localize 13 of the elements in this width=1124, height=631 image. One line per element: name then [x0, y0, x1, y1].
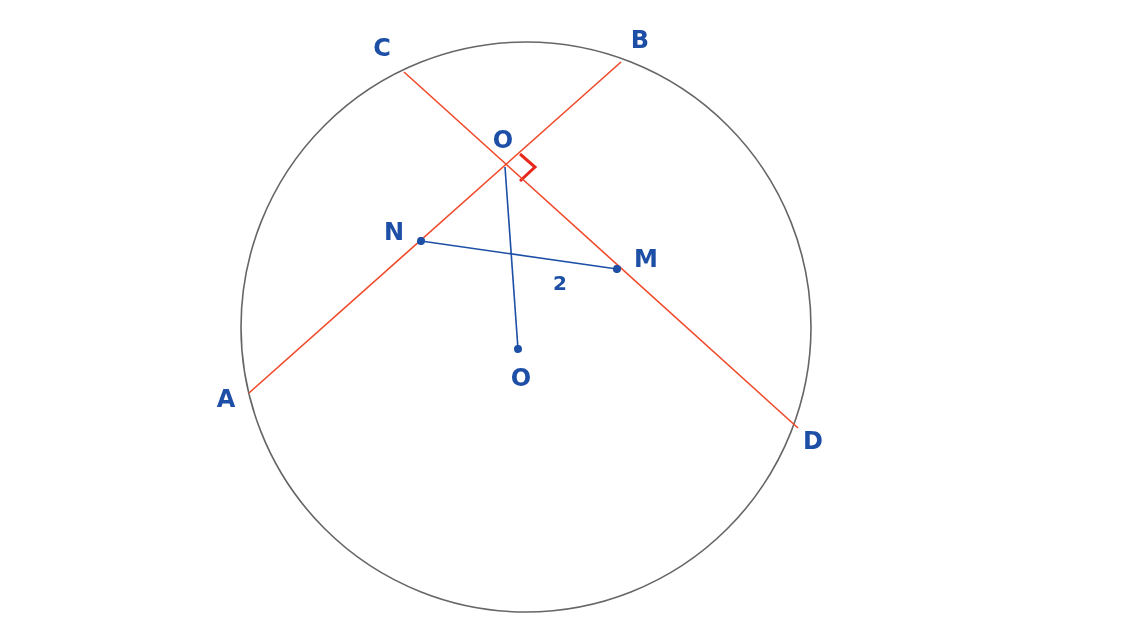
point-label: B — [630, 28, 650, 52]
point-label: A — [216, 387, 236, 411]
line-segment — [504, 166, 522, 353]
line-segment — [417, 237, 621, 273]
point-label: D — [803, 429, 823, 453]
point-label: N — [383, 220, 405, 244]
edge-label: 2 — [551, 273, 569, 293]
point-label: M — [634, 247, 658, 271]
point-label: C — [373, 36, 391, 60]
chord — [403, 71, 799, 429]
point-label: O — [510, 366, 532, 390]
point-label: O — [492, 128, 514, 152]
chord — [248, 61, 622, 394]
